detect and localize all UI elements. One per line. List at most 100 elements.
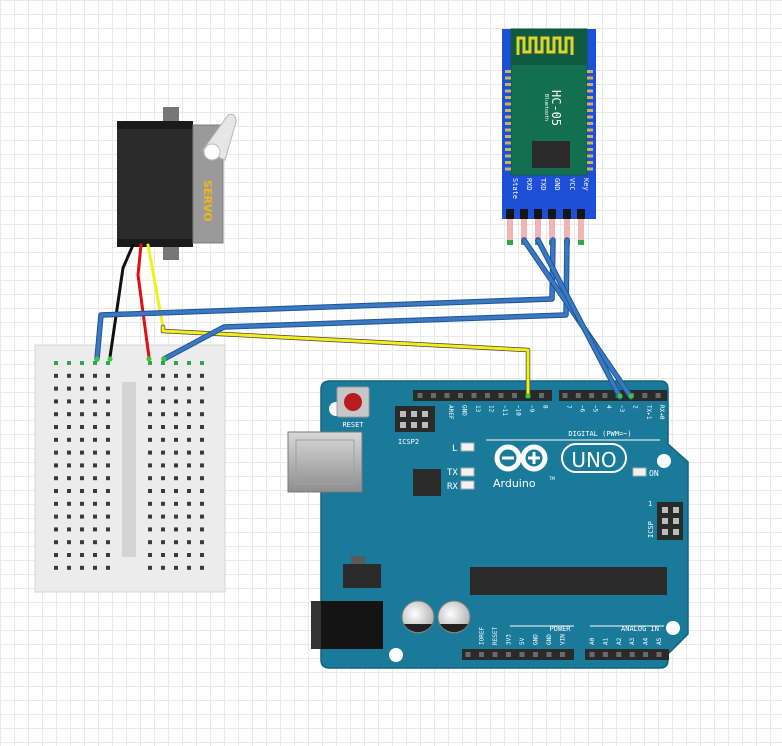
digital-pin-hole[interactable] (602, 393, 608, 398)
breadboard-hole[interactable] (174, 386, 178, 391)
breadboard-hole[interactable] (174, 514, 178, 519)
breadboard-hole[interactable] (161, 553, 165, 557)
bottom-pin-hole[interactable] (560, 652, 565, 657)
breadboard-hole[interactable] (200, 553, 204, 557)
breadboard-hole[interactable] (80, 450, 84, 455)
breadboard-hole[interactable] (93, 501, 97, 506)
breadboard-hole[interactable] (187, 425, 191, 429)
breadboard-hole[interactable] (187, 399, 191, 404)
breadboard-hole[interactable] (93, 514, 97, 519)
breadboard-hole[interactable] (161, 412, 165, 417)
breadboard-hole[interactable] (93, 553, 97, 557)
breadboard-hole[interactable] (67, 463, 71, 468)
breadboard-hole[interactable] (54, 501, 58, 506)
breadboard-hole[interactable] (106, 501, 110, 506)
breadboard-hole[interactable] (174, 437, 178, 442)
breadboard-hole[interactable] (174, 373, 178, 378)
breadboard-hole[interactable] (67, 399, 71, 404)
breadboard-hole[interactable] (54, 437, 58, 442)
breadboard-hole[interactable] (200, 373, 204, 378)
breadboard-hole[interactable] (148, 553, 152, 557)
power-jack[interactable] (311, 601, 383, 649)
reset-button-cap[interactable] (344, 393, 362, 411)
breadboard-hole[interactable] (106, 540, 110, 545)
breadboard-hole[interactable] (67, 565, 71, 570)
hc05-pin[interactable] (578, 219, 584, 245)
breadboard-hole[interactable] (106, 399, 110, 404)
breadboard-hole[interactable] (148, 373, 152, 378)
breadboard-hole[interactable] (80, 437, 84, 442)
bottom-pin-hole[interactable] (589, 652, 595, 657)
breadboard-hole[interactable] (67, 501, 71, 506)
breadboard-hole[interactable] (174, 361, 178, 365)
breadboard-hole[interactable] (148, 437, 152, 442)
digital-header-left[interactable] (413, 390, 552, 401)
digital-pin-hole[interactable] (471, 393, 477, 398)
breadboard-hole[interactable] (93, 527, 97, 532)
power-header[interactable] (462, 649, 574, 660)
breadboard-hole[interactable] (174, 553, 178, 557)
breadboard-hole[interactable] (93, 361, 97, 365)
breadboard-hole[interactable] (200, 489, 204, 493)
digital-pin-hole[interactable] (589, 393, 595, 398)
breadboard-hole[interactable] (174, 399, 178, 404)
breadboard-hole[interactable] (67, 412, 71, 417)
breadboard-hole[interactable] (54, 373, 58, 378)
breadboard-hole[interactable] (161, 476, 165, 481)
digital-header-right[interactable] (559, 390, 667, 401)
breadboard-hole[interactable] (148, 565, 152, 570)
breadboard-hole[interactable] (200, 527, 204, 532)
breadboard-hole[interactable] (54, 399, 58, 404)
breadboard-hole[interactable] (148, 476, 152, 481)
breadboard-hole[interactable] (93, 476, 97, 481)
breadboard-hole[interactable] (161, 540, 165, 545)
breadboard-hole[interactable] (187, 361, 191, 365)
breadboard-hole[interactable] (200, 450, 204, 455)
breadboard-hole[interactable] (80, 373, 84, 378)
breadboard-hole[interactable] (187, 476, 191, 481)
breadboard-hole[interactable] (200, 540, 204, 545)
breadboard-hole[interactable] (161, 425, 165, 429)
digital-pin-hole[interactable] (562, 393, 568, 398)
icsp2-header[interactable] (395, 406, 435, 432)
breadboard-hole[interactable] (54, 540, 58, 545)
breadboard-hole[interactable] (148, 412, 152, 417)
breadboard-hole[interactable] (67, 425, 71, 429)
breadboard-hole[interactable] (106, 463, 110, 468)
breadboard-hole[interactable] (200, 412, 204, 417)
breadboard-hole[interactable] (148, 527, 152, 532)
breadboard-hole[interactable] (200, 501, 204, 506)
breadboard-hole[interactable] (80, 412, 84, 417)
breadboard-hole[interactable] (54, 412, 58, 417)
breadboard-hole[interactable] (54, 450, 58, 455)
breadboard-hole[interactable] (161, 450, 165, 455)
breadboard-hole[interactable] (54, 386, 58, 391)
breadboard-hole[interactable] (148, 463, 152, 468)
breadboard-hole[interactable] (54, 527, 58, 532)
breadboard-hole[interactable] (174, 425, 178, 429)
breadboard-hole[interactable] (80, 425, 84, 429)
breadboard-hole[interactable] (200, 361, 204, 365)
breadboard-hole[interactable] (187, 437, 191, 442)
breadboard-hole[interactable] (161, 373, 165, 378)
breadboard-hole[interactable] (174, 540, 178, 545)
breadboard-hole[interactable] (80, 565, 84, 570)
breadboard-hole[interactable] (161, 489, 165, 493)
breadboard-hole[interactable] (80, 527, 84, 532)
breadboard-hole[interactable] (106, 565, 110, 570)
breadboard-hole[interactable] (174, 527, 178, 532)
breadboard-hole[interactable] (187, 514, 191, 519)
breadboard-hole[interactable] (93, 425, 97, 429)
breadboard-hole[interactable] (161, 437, 165, 442)
breadboard-hole[interactable] (80, 540, 84, 545)
digital-pin-hole[interactable] (458, 393, 463, 398)
hc05-pin[interactable] (564, 219, 570, 245)
breadboard-hole[interactable] (187, 386, 191, 391)
icsp-header[interactable] (657, 502, 683, 540)
breadboard-hole[interactable] (174, 565, 178, 570)
bottom-pin-hole[interactable] (533, 652, 538, 657)
bottom-pin-hole[interactable] (546, 652, 552, 657)
digital-pin-hole[interactable] (498, 393, 504, 398)
breadboard-hole[interactable] (148, 399, 152, 404)
breadboard-hole[interactable] (187, 463, 191, 468)
